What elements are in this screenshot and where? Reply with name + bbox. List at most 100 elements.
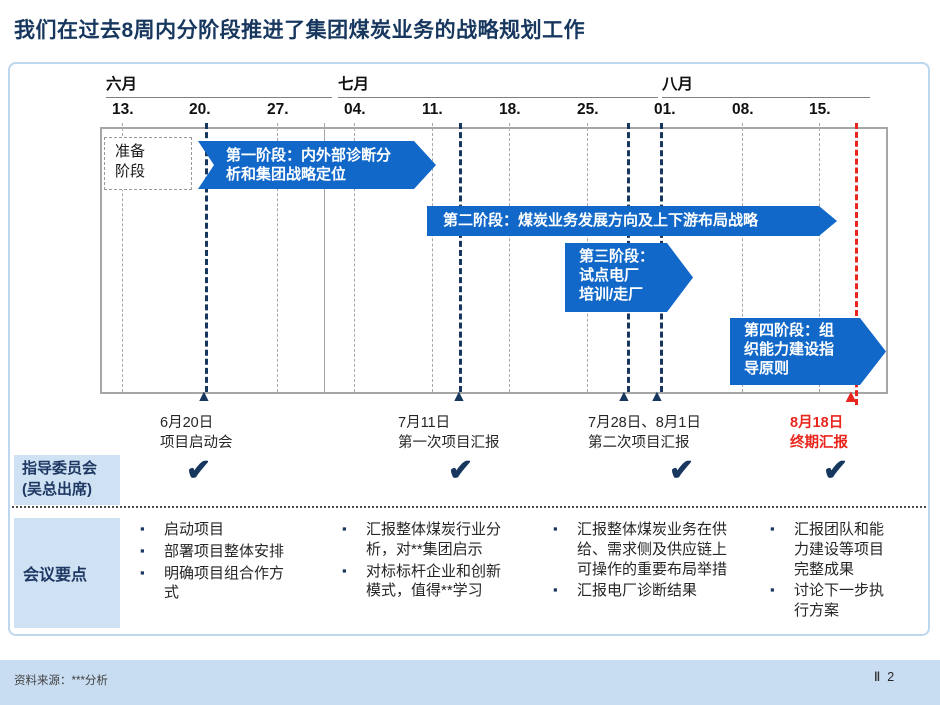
phase-4-label: 第四阶段：组织能力建设指导原则 [744, 322, 835, 378]
milestone-line-aug18 [855, 123, 858, 405]
checkmark-icon: ✔ [669, 454, 695, 487]
month-august: 八月 [662, 72, 870, 98]
list-item: ▪ 汇报团队和能力建设等项目完整成果 [770, 520, 894, 579]
bullet-icon: ▪ [770, 582, 775, 598]
phase-1-label: 第一阶段：内外部诊断分析和集团战略定位 [226, 147, 392, 184]
checkmark-icon: ✔ [823, 454, 849, 487]
bullet-icon: ▪ [553, 582, 558, 598]
meeting-column-2: ▪ 汇报整体煤炭行业分析，对**集团启示 ▪ 对标标杆企业和创新模式，值得**学习 [342, 520, 514, 603]
gridline [819, 123, 820, 392]
milestone-line-jul11 [459, 123, 462, 392]
date-tick: 13. [112, 101, 134, 118]
bullet-text: 汇报电厂诊断结果 [577, 582, 698, 600]
date-tick: 11. [422, 101, 443, 118]
month-label: 七月 [338, 76, 370, 93]
page-indicator: ‖ 2 [874, 670, 894, 684]
meeting-column-3: ▪ 汇报整体煤炭业务在供给、需求侧及供应链上可操作的重要布局举措 ▪ 汇报电厂诊断结… [553, 520, 739, 603]
bullet-text: 讨论下一步执行方案 [794, 582, 885, 620]
bullet-icon: ▪ [342, 562, 347, 578]
milestone-desc: 项目启动会 [160, 435, 233, 451]
gridline [277, 123, 278, 392]
milestone-label-final: 8月18日 终期汇报 [790, 413, 848, 453]
milestone-date: 7月28日、8月1日 [588, 415, 701, 431]
bullet-text: 启动项目 [164, 521, 225, 538]
footer-band [0, 660, 940, 705]
bullet-text: 汇报整体煤炭行业分析，对**集团启示 [366, 521, 502, 558]
milestone-desc: 第二次项目汇报 [588, 435, 690, 451]
phase-2-arrow: 第二阶段：煤炭业务发展方向及上下游布局战略 [427, 206, 837, 236]
milestone-label: 7月11日 第一次项目汇报 [398, 413, 500, 453]
gridline [742, 123, 743, 392]
date-tick: 18. [499, 101, 521, 118]
steering-committee-label-box: 指导委员会 (吴总出席) [14, 455, 120, 505]
date-tick: 04. [344, 101, 366, 118]
checkmark-icon: ✔ [186, 454, 212, 487]
source-note: 资料来源：***分析 [14, 675, 108, 687]
prep-phase-label: 准备阶段 [115, 143, 146, 181]
bullet-text: 汇报团队和能力建设等项目完整成果 [794, 521, 885, 578]
milestone-line-jun20 [205, 123, 208, 392]
gantt-chart: 准备阶段 第一阶段：内外部诊断分析和集团战略定位 第二阶段：煤炭业务发展方向及上… [100, 123, 888, 405]
month-label: 八月 [662, 76, 694, 93]
checkmark-icon: ✔ [448, 454, 474, 487]
date-tick: 01. [654, 101, 676, 118]
list-item: ▪ 启动项目 [140, 520, 294, 540]
prep-phase-box: 准备阶段 [104, 137, 192, 190]
milestone-marker-icon: ▲ [196, 388, 212, 405]
bullet-icon: ▪ [140, 521, 145, 536]
gridline [122, 123, 123, 392]
phase-4-arrow: 第四阶段：组织能力建设指导原则 [730, 318, 886, 385]
meeting-points-label-box: 会议要点 [14, 518, 120, 628]
bullet-text: 部署项目整体安排 [164, 542, 285, 560]
gridline [509, 123, 510, 392]
meeting-column-4: ▪ 汇报团队和能力建设等项目完整成果 ▪ 讨论下一步执行方案 [770, 520, 894, 623]
meeting-points-label: 会议要点 [23, 567, 88, 584]
bullet-text: 明确项目组合作方式 [164, 564, 285, 602]
milestone-marker-icon-final: ▲ [842, 386, 860, 406]
milestone-desc: 终期汇报 [790, 435, 848, 451]
date-tick: 15. [809, 101, 831, 118]
phase-3-arrow: 第三阶段： 试点电厂 培训/走厂 [565, 243, 693, 312]
date-tick: 08. [732, 101, 754, 118]
bullet-icon: ▪ [140, 542, 145, 558]
list-item: ▪ 汇报整体煤炭行业分析，对**集团启示 [342, 520, 514, 560]
page-divider-icon: ‖ [874, 670, 881, 684]
gridline [354, 123, 355, 392]
bullet-icon: ▪ [553, 521, 558, 536]
milestone-date: 6月20日 [160, 415, 214, 431]
date-tick: 20. [189, 101, 211, 118]
bullet-icon: ▪ [342, 521, 347, 536]
bullet-text: 对标标杆企业和创新模式，值得**学习 [366, 562, 502, 600]
milestone-desc: 第一次项目汇报 [398, 435, 500, 451]
bullet-icon: ▪ [770, 521, 775, 536]
phase-3-label: 第三阶段： 试点电厂 培训/走厂 [579, 248, 655, 304]
list-item: ▪ 汇报电厂诊断结果 [553, 581, 739, 601]
phase-2-label: 第二阶段：煤炭业务发展方向及上下游布局战略 [443, 212, 759, 230]
list-item: ▪ 讨论下一步执行方案 [770, 581, 894, 621]
bullet-text: 汇报整体煤炭业务在供给、需求侧及供应链上可操作的重要布局举措 [577, 521, 728, 578]
date-tick: 25. [577, 101, 599, 118]
page-title: 我们在过去8周内分阶段推进了集团煤炭业务的战略规划工作 [14, 19, 586, 42]
list-item: ▪ 部署项目整体安排 [140, 542, 294, 562]
list-item: ▪ 汇报整体煤炭业务在供给、需求侧及供应链上可操作的重要布局举措 [553, 520, 739, 579]
milestone-label: 6月20日 项目启动会 [160, 413, 233, 453]
milestone-date: 7月11日 [398, 415, 451, 431]
steering-committee-label: 指导委员会 (吴总出席) [22, 460, 98, 498]
month-july: 七月 [338, 72, 658, 98]
meeting-column-1: ▪ 启动项目 ▪ 部署项目整体安排 ▪明确项目组合作方式 [140, 520, 294, 605]
milestone-marker-icon: ▲ [451, 388, 467, 405]
milestone-date: 8月18日 [790, 415, 844, 431]
milestone-label: 7月28日、8月1日 第二次项目汇报 [588, 413, 701, 453]
dotted-divider [12, 506, 926, 508]
phase-1-arrow: 第一阶段：内外部诊断分析和集团战略定位 [198, 141, 436, 189]
list-item: ▪ 对标标杆企业和创新模式，值得**学习 [342, 562, 514, 602]
month-june: 六月 [106, 72, 332, 98]
page-number: 2 [887, 670, 895, 684]
milestone-marker-icon: ▲ [616, 388, 632, 405]
milestone-marker-icon: ▲ [649, 388, 665, 405]
month-label: 六月 [106, 76, 138, 93]
date-tick: 27. [267, 101, 289, 118]
list-item: ▪明确项目组合作方式 [140, 564, 294, 604]
gridline [432, 123, 433, 392]
